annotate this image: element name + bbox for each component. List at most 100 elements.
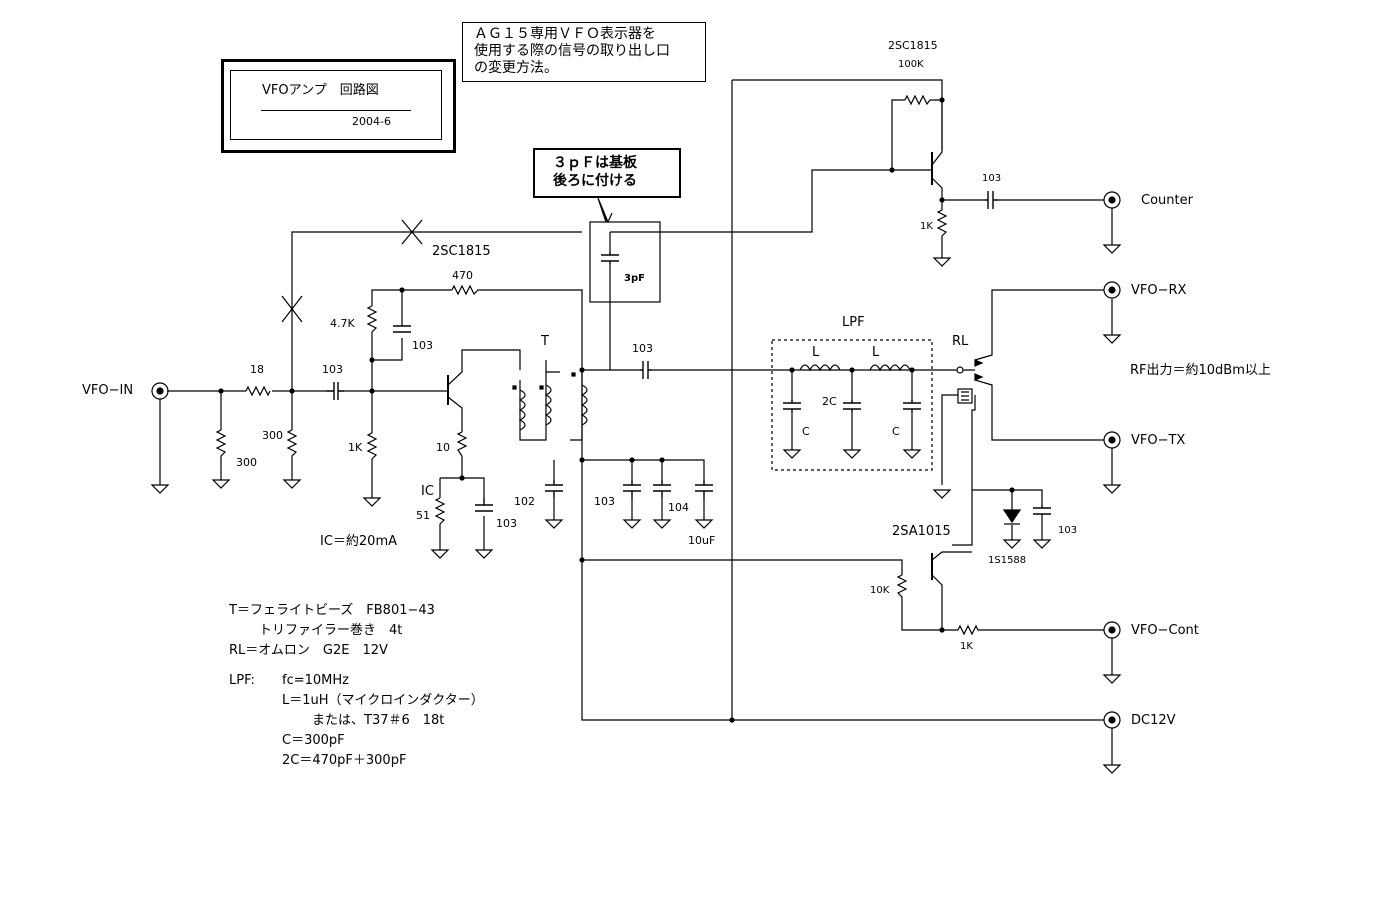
- label-port-vfo-rx: VFO−RX: [1131, 283, 1187, 298]
- note-t-wind: トリファイラー巻き 4t: [259, 623, 403, 638]
- label-r-18: 18: [250, 363, 264, 376]
- label-c-10uf: 10uF: [688, 534, 716, 547]
- label-q2: 2SC1815: [888, 39, 938, 52]
- label-r-470: 470: [452, 269, 473, 282]
- note-box: [462, 22, 706, 82]
- resistor-1k-emit: [936, 209, 948, 240]
- note-ic-current: IC＝約20mA: [320, 534, 398, 549]
- inductors: [512, 364, 911, 431]
- resistor-10k: [896, 574, 908, 600]
- label-ic: IC: [421, 484, 434, 499]
- note-lpf-c: C＝300pF: [282, 733, 345, 748]
- label-lpf: LPF: [842, 315, 865, 330]
- port-vfo-tx: [1103, 431, 1121, 449]
- resistor-300b: [286, 429, 298, 460]
- label-lpf-c1: C: [802, 425, 810, 438]
- label-c-103-in: 103: [322, 363, 343, 376]
- label-c-103-ic: 103: [496, 517, 517, 530]
- port-counter: [1103, 191, 1121, 209]
- port-vfo-in: [151, 382, 169, 400]
- diode-1s1588: [1002, 509, 1022, 525]
- note-3pf-line-1: ３ｐＦは基板: [553, 155, 637, 171]
- transformer-winding-1: [518, 389, 526, 431]
- inductor-lpf-l2: [869, 364, 911, 372]
- port-vfo-rx: [1103, 281, 1121, 299]
- port-vfo-cont: [1103, 621, 1121, 639]
- note-line-3: の変更方法。: [474, 60, 558, 76]
- capacitor-103-ic: [475, 498, 493, 512]
- capacitor-102: [545, 480, 563, 498]
- resistor-470: [451, 284, 480, 296]
- capacitor-103-dec: [623, 480, 641, 498]
- capacitor-lpf-c2: [903, 400, 921, 412]
- label-lpf-l1: L: [812, 345, 820, 360]
- note-rf-output: RF出力＝約10dBm以上: [1130, 363, 1271, 378]
- label-transformer: T: [541, 334, 549, 349]
- title-block-frame: [221, 59, 456, 153]
- title-block-inner: [230, 70, 442, 140]
- label-r-1k-emit: 1K: [920, 221, 933, 232]
- note-lpf-alt: または、T37＃6 18t: [312, 713, 445, 728]
- label-port-vfo-cont: VFO−Cont: [1131, 623, 1199, 638]
- junctions: [218, 97, 1015, 723]
- transformer-winding-3: [580, 384, 588, 426]
- label-relay: RL: [952, 334, 969, 349]
- label-r-100k: 100K: [898, 59, 924, 70]
- resistor-18: [245, 385, 271, 397]
- label-lpf-l2: L: [872, 345, 880, 360]
- label-r-300a: 300: [236, 456, 257, 469]
- capacitors: [326, 191, 1051, 515]
- lpf-box: [771, 339, 933, 471]
- note-lpf-2c: 2C＝470pF＋300pF: [282, 753, 407, 768]
- note-lpf-fc: fc=10MHz: [282, 673, 349, 688]
- resistor-1k-base: [366, 432, 378, 461]
- label-r-10: 10: [436, 441, 450, 454]
- resistor-51: [434, 497, 446, 530]
- label-lpf-c2: C: [892, 425, 900, 438]
- title-date: 2004-6: [352, 115, 391, 128]
- note-line-1: ＡＧ１５専用ＶＦＯ表示器を: [474, 26, 656, 42]
- capacitor-103-fb: [393, 325, 411, 333]
- capacitor-3pf: [601, 252, 619, 264]
- note-line-2: 使用する際の信号の取り出し口: [474, 43, 670, 59]
- resistor-4.7k: [366, 305, 378, 338]
- pointer-arrow: [597, 197, 613, 224]
- coax-ports: [151, 191, 1121, 729]
- resistor-1k-cont: [957, 624, 980, 636]
- label-r-4.7k: 4.7K: [330, 317, 355, 330]
- capacitor-10uf: [695, 480, 713, 498]
- transformer-winding-2: [544, 384, 552, 426]
- note-3pf-box: [533, 148, 681, 198]
- relay-rl: [956, 359, 984, 404]
- label-c-103-out: 103: [632, 342, 653, 355]
- label-c-103-cnt: 103: [982, 173, 1002, 184]
- capacitor-lpf-2c: [843, 400, 861, 412]
- label-lpf-2c: 2C: [822, 395, 837, 408]
- capacitor-lpf-c1: [783, 400, 801, 412]
- label-r-51: 51: [416, 509, 430, 522]
- label-q3: 2SA1015: [892, 524, 951, 539]
- capacitor-103-cnt: [985, 191, 998, 209]
- note-lpf-l: L＝1uH（マイクロインダクター）: [282, 693, 484, 708]
- transistor-bars: [447, 152, 933, 580]
- resistors: [215, 94, 980, 636]
- label-c-103-dec: 103: [594, 495, 615, 508]
- label-r-300b: 300: [262, 429, 283, 442]
- label-port-counter: Counter: [1141, 193, 1193, 208]
- note-rl-desc: RL＝オムロン G2E 12V: [229, 643, 388, 658]
- note-3pf-line-2: 後ろに付ける: [553, 173, 637, 189]
- capacitor-103-out: [640, 361, 652, 379]
- label-diode: 1S1588: [988, 555, 1027, 566]
- note-lpf-head: LPF:: [229, 673, 255, 688]
- label-port-vfo-tx: VFO−TX: [1131, 433, 1186, 448]
- label-c-104: 104: [668, 501, 689, 514]
- label-c-103-relay: 103: [1058, 525, 1078, 536]
- resistor-300a: [215, 429, 227, 460]
- port-dc12v: [1103, 711, 1121, 729]
- pickoff-box: [589, 221, 661, 303]
- capacitor-103-relay: [1033, 505, 1051, 515]
- label-port-vfo-in: VFO−IN: [82, 383, 134, 398]
- label-r-1k-base: 1K: [348, 441, 363, 454]
- label-c-3pf: 3pF: [624, 273, 645, 284]
